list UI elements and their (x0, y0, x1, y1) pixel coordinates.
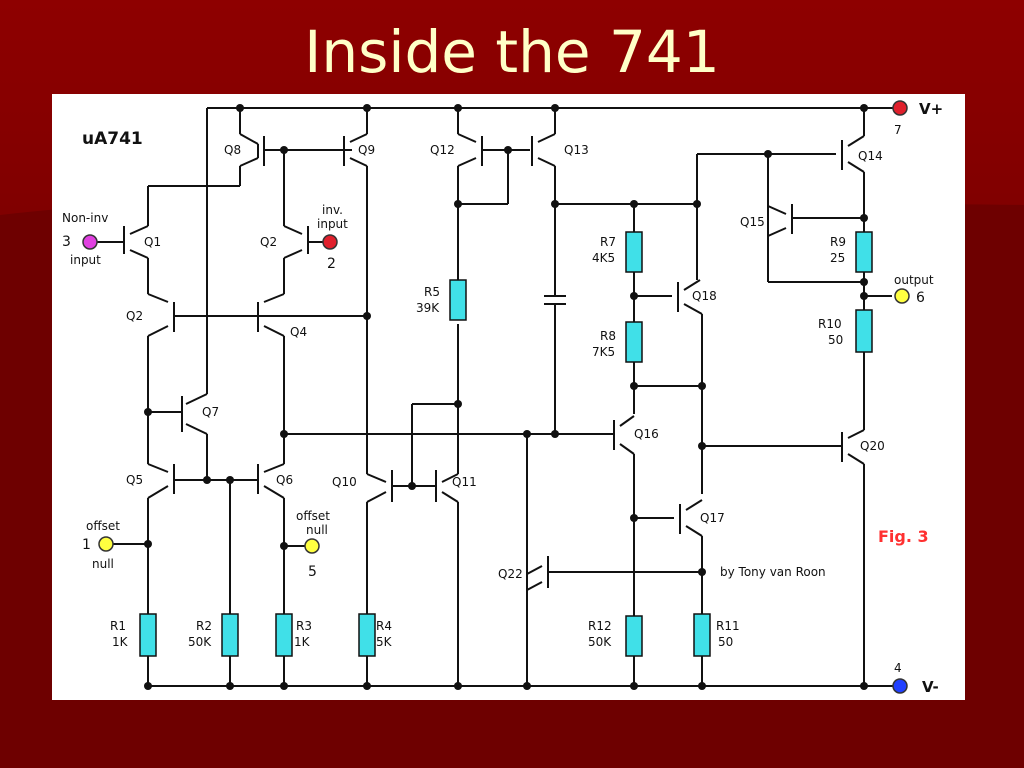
pin-offset-1 (98, 536, 114, 552)
pin-offset1-number: 1 (82, 537, 91, 553)
resistor-r1-value: 1K (112, 635, 129, 649)
transistor-q2-label: Q2 (260, 235, 277, 249)
pin-vminus-label: V- (922, 678, 939, 696)
transistor-q17-label: Q17 (700, 511, 725, 525)
transistor-q5-label: Q5 (126, 473, 143, 487)
chip-label: uA741 (82, 129, 143, 149)
resistor-r3-value: 1K (294, 635, 311, 649)
pin-inv-number: 2 (327, 256, 336, 272)
pins (82, 100, 910, 694)
pin-vminus-number: 4 (894, 661, 902, 675)
resistor-r7-name: R7 (600, 235, 616, 249)
resistor-r2 (221, 613, 239, 657)
resistor-r2-value: 50K (188, 635, 212, 649)
resistor-r5-value: 39K (416, 301, 440, 315)
pin-vplus-number: 7 (894, 123, 902, 137)
transistor-q20-label: Q20 (860, 439, 885, 453)
resistor-r10-name: R10 (818, 317, 842, 331)
labels: uA741 Fig. 3 by Tony van Roon V+ 7 V- 4 … (62, 100, 943, 696)
pin-offset5-number: 5 (308, 564, 317, 580)
transistor-q18-label: Q18 (692, 289, 717, 303)
pin-offset1-label-bottom: null (92, 557, 114, 571)
resistor-r9 (855, 231, 873, 273)
transistor-q10-label: Q10 (332, 475, 357, 489)
pin-vplus-label: V+ (919, 100, 943, 118)
circuit-panel: uA741 Fig. 3 by Tony van Roon V+ 7 V- 4 … (52, 94, 965, 700)
credit-text: by Tony van Roon (720, 565, 826, 579)
pin-inv-label-top: inv. (322, 203, 343, 217)
pin-noninv-label-bottom: input (70, 253, 101, 267)
pin-noninv-number: 3 (62, 234, 71, 250)
wires (97, 107, 897, 687)
resistor-r8 (625, 321, 643, 363)
pin-offset5-label-top: offset (296, 509, 330, 523)
pin-offset5-label-top2: null (306, 523, 328, 537)
resistor-r1-name: R1 (110, 619, 126, 633)
pin-inv (322, 234, 338, 250)
resistor-r8-name: R8 (600, 329, 616, 343)
resistor-r9-value: 25 (830, 251, 845, 265)
pin-output-number: 6 (916, 290, 925, 306)
ua741-schematic: uA741 Fig. 3 by Tony van Roon V+ 7 V- 4 … (62, 100, 943, 696)
transistor-q6-label: Q6 (276, 473, 293, 487)
resistor-r3 (275, 613, 293, 657)
resistor-r4 (358, 613, 376, 657)
pin-output (894, 288, 910, 304)
transistor-q9-label: Q9 (358, 143, 375, 157)
resistor-r4-value: 5K (376, 635, 393, 649)
resistor-r10 (855, 309, 873, 353)
slide-title: Inside the 741 (304, 18, 720, 86)
resistor-r8-value: 7K5 (592, 345, 615, 359)
transistor-q11-label: Q11 (452, 475, 477, 489)
figure-label: Fig. 3 (878, 527, 929, 546)
resistor-r9-name: R9 (830, 235, 846, 249)
transistor-q8-label: Q8 (224, 143, 241, 157)
transistor-q22-label: Q22 (498, 567, 523, 581)
resistor-r5 (449, 279, 467, 321)
transistor-q7-label: Q7 (202, 405, 219, 419)
resistor-r11-value: 50 (718, 635, 733, 649)
pin-offset1-label-top: offset (86, 519, 120, 533)
transistor-q15-label: Q15 (740, 215, 765, 229)
pin-vminus (892, 678, 908, 694)
resistor-r2-name: R2 (196, 619, 212, 633)
pin-noninv-label-top: Non-inv (62, 211, 108, 225)
junction-dots (144, 104, 868, 690)
resistors (139, 231, 873, 657)
pin-offset-5 (304, 538, 320, 554)
transistor-q14-label: Q14 (858, 149, 883, 163)
pin-inv-label-top2: input (317, 217, 348, 231)
transistor-q1-label: Q1 (144, 235, 161, 249)
resistor-r12-value: 50K (588, 635, 612, 649)
resistor-r4-name: R4 (376, 619, 392, 633)
transistor-q12-label: Q12 (430, 143, 455, 157)
resistor-r10-value: 50 (828, 333, 843, 347)
transistor-q3-label: Q2 (126, 309, 143, 323)
resistor-r7-value: 4K5 (592, 251, 615, 265)
resistor-r3-name: R3 (296, 619, 312, 633)
pin-output-label: output (894, 273, 934, 287)
resistor-r11-name: R11 (716, 619, 740, 633)
transistor-q4-label: Q4 (290, 325, 307, 339)
transistor-q13-label: Q13 (564, 143, 589, 157)
transistor-q16-label: Q16 (634, 427, 659, 441)
resistor-r1 (139, 613, 157, 657)
pin-noninv (82, 234, 98, 250)
pin-vplus (892, 100, 908, 116)
resistor-r12-name: R12 (588, 619, 612, 633)
resistor-r7 (625, 231, 643, 273)
resistor-r5-name: R5 (424, 285, 440, 299)
resistor-r12 (625, 615, 643, 657)
resistor-r11 (693, 613, 711, 657)
